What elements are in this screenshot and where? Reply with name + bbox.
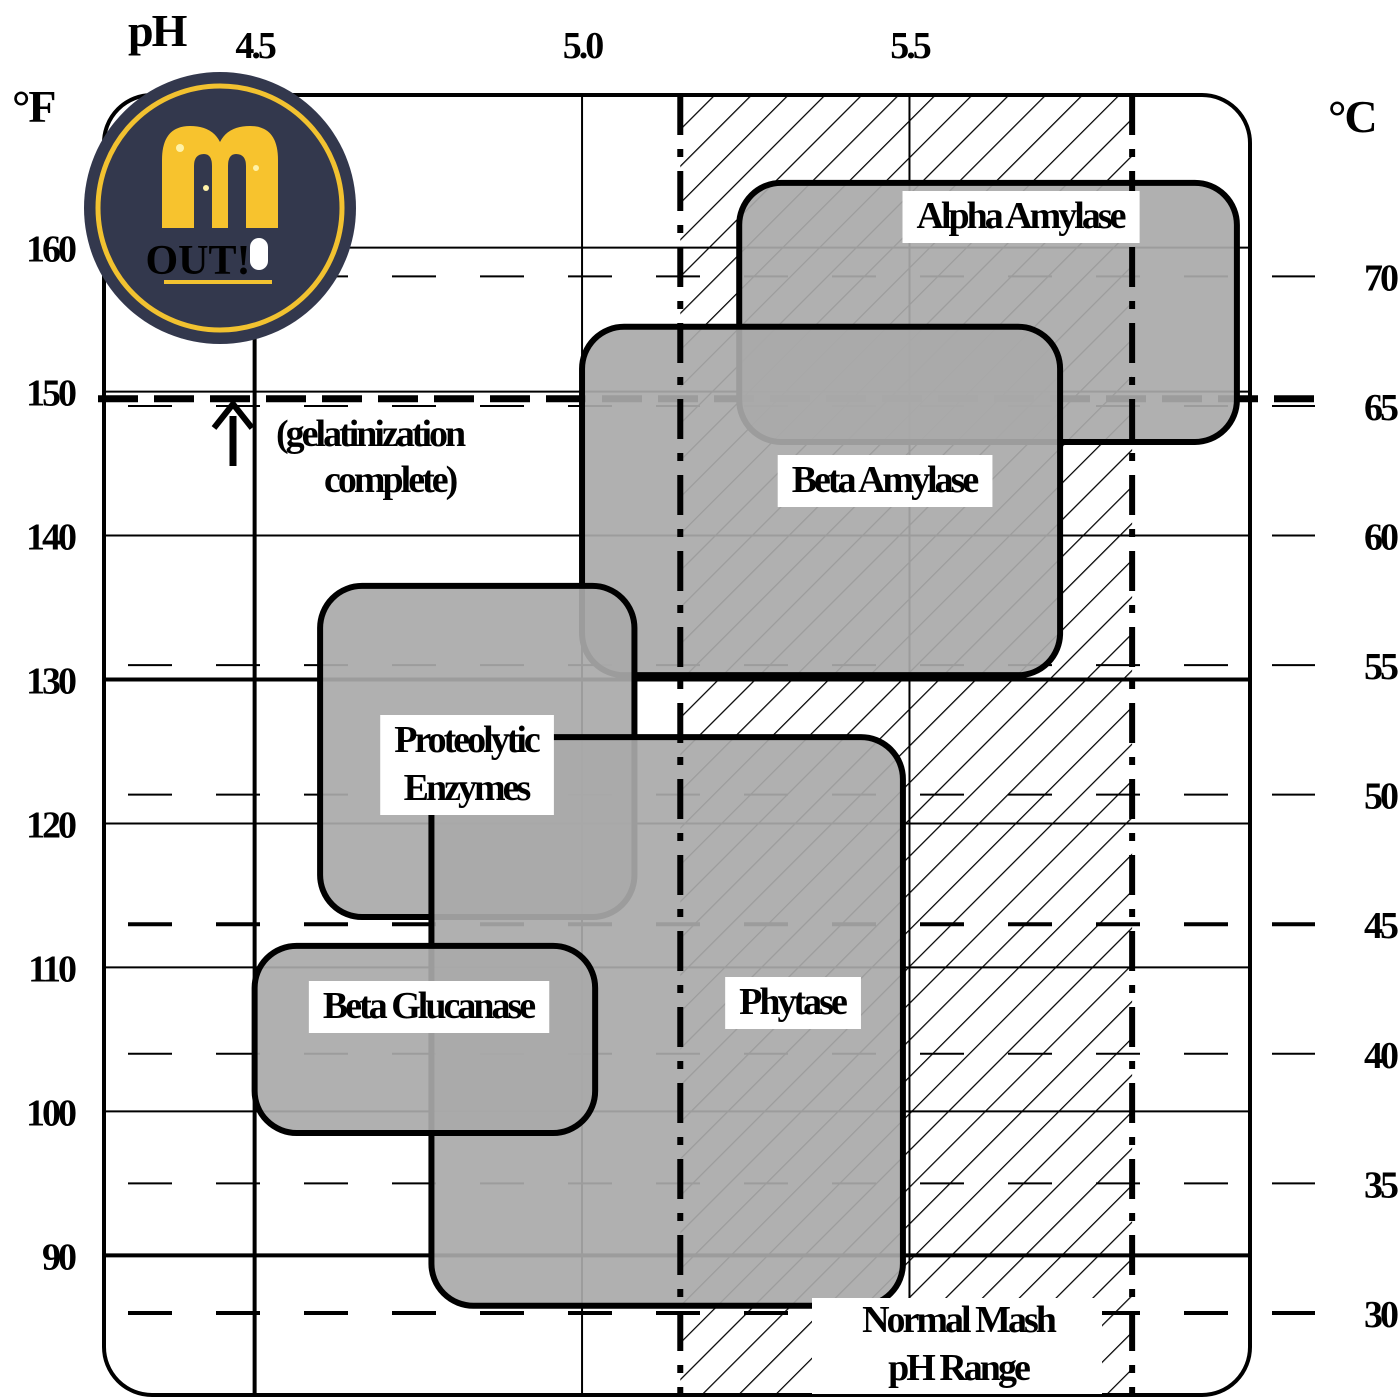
y-left-tick-label-160: 160 bbox=[26, 229, 76, 271]
region-label-beta-glucanase-line-1: Beta Glucanase bbox=[323, 985, 535, 1027]
logo-bubble-icon bbox=[176, 144, 184, 152]
y-right-tick-label-30: 30 bbox=[1364, 1294, 1398, 1336]
region-label-proteolytic-enzymes-line-1: Proteolytic bbox=[394, 719, 540, 761]
region-label-bg-beta-glucanase bbox=[308, 981, 550, 1033]
logo-text: OUT! bbox=[146, 238, 251, 284]
y-left-tick-label-150: 150 bbox=[26, 373, 76, 415]
logo-m-letter-icon bbox=[162, 126, 278, 228]
enzyme-regions bbox=[251, 179, 1240, 1309]
region-label-bg-beta-amylase bbox=[777, 455, 993, 507]
y-right-tick-label-45: 45 bbox=[1364, 905, 1398, 947]
y-right-tick-label-65: 65 bbox=[1364, 387, 1398, 429]
y-left-tick-label-90: 90 bbox=[42, 1236, 76, 1278]
gelatinization-note: (gelatinization complete) bbox=[211, 399, 469, 501]
arrow-head-icon bbox=[211, 399, 255, 430]
region-label-proteolytic-enzymes-line-2: Enzymes bbox=[404, 767, 531, 809]
x-axis-title: pH bbox=[128, 5, 188, 56]
region-label-alpha-amylase: Alpha Amylase bbox=[902, 191, 1140, 243]
y-left-tick-label-120: 120 bbox=[26, 804, 76, 846]
x-tick-label-5-5: 5.5 bbox=[890, 25, 931, 67]
logo-bubble-icon bbox=[203, 185, 209, 191]
region-label-phytase: Phytase bbox=[725, 977, 861, 1029]
normal-mash-label-line-2: pH Range bbox=[888, 1347, 1030, 1389]
region-label-bg-alpha-amylase bbox=[902, 191, 1140, 243]
normal-mash-label: Normal Mash pH Range bbox=[812, 1298, 1102, 1394]
logo-ring bbox=[95, 83, 345, 333]
region-label-alpha-amylase-line-1: Alpha Amylase bbox=[917, 195, 1126, 237]
y-right-tick-label-40: 40 bbox=[1364, 1035, 1398, 1077]
gelatinization-note-line-1: (gelatinization bbox=[276, 413, 466, 455]
x-tick-label-4-5: 4.5 bbox=[235, 25, 276, 67]
region-label-beta-amylase-line-1: Beta Amylase bbox=[792, 459, 979, 501]
y-left-tick-label-140: 140 bbox=[26, 517, 76, 559]
ph-band-edges bbox=[677, 95, 1136, 1395]
logo-microphone-icon bbox=[250, 238, 268, 270]
y-right-tick-label-35: 35 bbox=[1364, 1164, 1398, 1206]
normal-mash-label-line-1: Normal Mash bbox=[862, 1299, 1057, 1341]
y-left-tick-label-100: 100 bbox=[26, 1092, 76, 1134]
y-right-tick-label-70: 70 bbox=[1364, 257, 1398, 299]
region-label-phytase-line-1: Phytase bbox=[739, 981, 847, 1023]
plot-frame bbox=[102, 93, 1252, 1397]
y-axis-left-title: °F bbox=[12, 81, 55, 132]
region-label-beta-glucanase: Beta Glucanase bbox=[308, 981, 550, 1033]
logo-bubble-icon bbox=[253, 165, 259, 171]
y-left-tick-label-110: 110 bbox=[28, 948, 76, 990]
region-beta-glucanase bbox=[251, 942, 599, 1136]
normal-mash-label-bg bbox=[812, 1298, 1102, 1394]
y-left-tick-label-130: 130 bbox=[26, 660, 76, 702]
y-right-tick-label-50: 50 bbox=[1364, 776, 1398, 818]
region-label-bg-proteolytic-enzymes bbox=[380, 715, 554, 815]
region-label-beta-amylase: Beta Amylase bbox=[777, 455, 993, 507]
region-label-bg-phytase bbox=[725, 977, 861, 1029]
x-tick-label-5-0: 5.0 bbox=[563, 25, 604, 67]
y-axis-right-title: °C bbox=[1328, 91, 1376, 142]
plot-border bbox=[102, 93, 1252, 1397]
logo: OUT! bbox=[84, 72, 356, 344]
y-right-tick-label-60: 60 bbox=[1364, 517, 1398, 559]
axis-ticks: 4.5 5.0 5.5 90 100 110 120 130 140 150 160 30 35 40 45… bbox=[26, 25, 1400, 1336]
gelatinization-note-line-2: complete) bbox=[324, 459, 457, 501]
y-right-tick-label-55: 55 bbox=[1364, 646, 1398, 688]
